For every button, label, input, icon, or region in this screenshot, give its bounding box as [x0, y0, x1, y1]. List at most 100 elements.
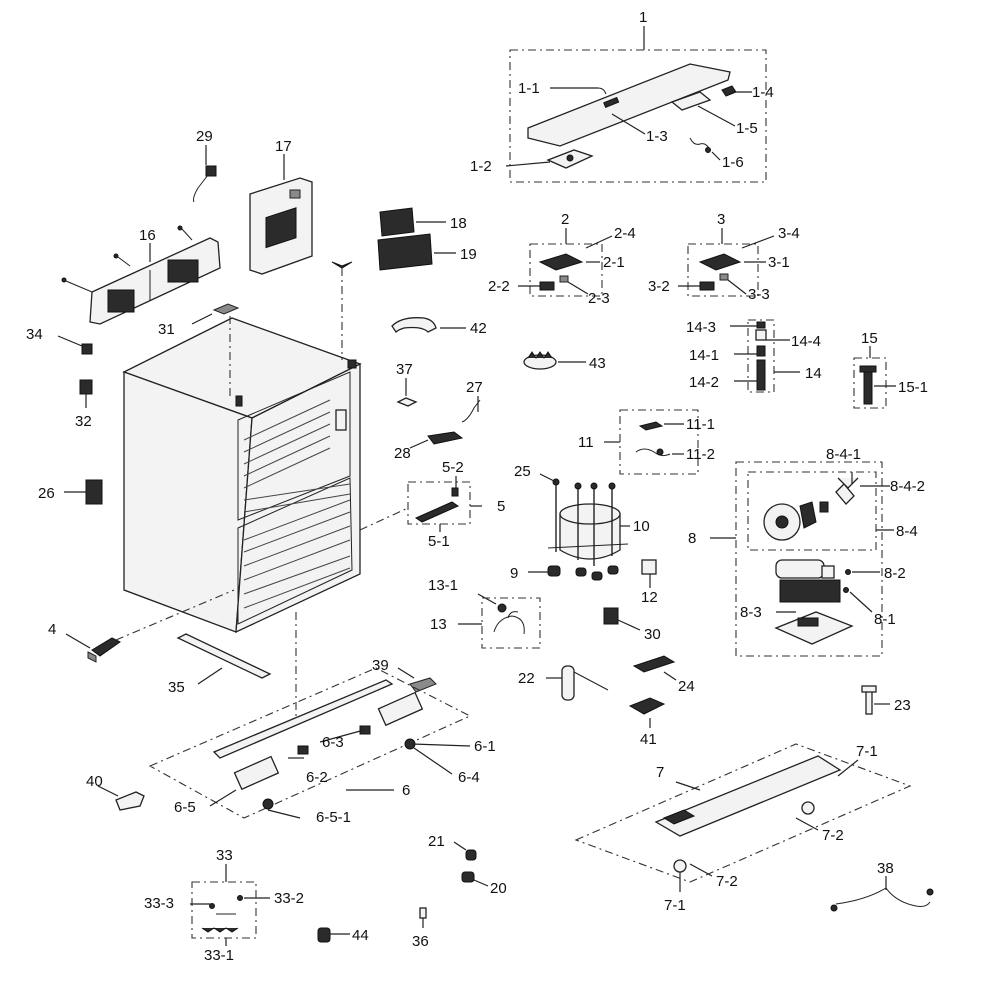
- part-40: 40: [86, 773, 145, 811]
- callout-26: 26: [38, 485, 55, 502]
- callout-8-2: 8-2: [884, 565, 906, 582]
- callout-14-2: 14-2: [689, 374, 719, 391]
- callout-12: 12: [641, 589, 658, 606]
- callout-3-1: 3-1: [768, 254, 790, 271]
- callout-14-1: 14-1: [689, 347, 719, 364]
- callout-4: 4: [48, 621, 56, 638]
- callout-24: 24: [678, 678, 695, 695]
- callout-5-1: 5-1: [428, 533, 450, 550]
- part-27: 27: [461, 379, 483, 423]
- callout-1-3: 1-3: [646, 128, 668, 145]
- part-26: 26: [38, 479, 103, 505]
- part-42-bracket: 42: [391, 317, 487, 337]
- callout-8: 8: [688, 530, 696, 547]
- callout-18: 18: [450, 215, 467, 232]
- part-29-power-cord: 29: [193, 128, 217, 203]
- callout-32: 32: [75, 413, 92, 430]
- callout-14-4: 14-4: [791, 333, 821, 350]
- part-19-board: 19: [377, 233, 477, 271]
- callout-5: 5: [497, 498, 505, 515]
- callout-8-1: 8-1: [874, 611, 896, 628]
- callout-10: 10: [633, 518, 650, 535]
- callout-34: 34: [26, 326, 43, 343]
- callout-44: 44: [352, 927, 369, 944]
- callout-31: 31: [158, 321, 175, 338]
- callout-11-1: 11-1: [686, 416, 715, 433]
- callout-1-4: 1-4: [752, 84, 774, 101]
- callout-38: 38: [877, 860, 894, 877]
- part-24: 24: [632, 655, 695, 695]
- callout-3: 3: [717, 211, 725, 228]
- callout-42: 42: [470, 320, 487, 337]
- refrigerator-cabinet: [122, 317, 362, 634]
- callout-36: 36: [412, 933, 429, 950]
- part-group-7: 7 7-1 7-2 7-2 7-1: [574, 743, 912, 914]
- part-39: 39: [372, 657, 437, 693]
- callout-6-3: 6-3: [322, 734, 344, 751]
- callout-15: 15: [861, 330, 878, 347]
- part-group-2: 2 2-1 2-2 2-3 2-4: [488, 211, 636, 307]
- part-20: 20: [461, 871, 507, 897]
- callout-37: 37: [396, 361, 413, 378]
- callout-8-4: 8-4: [896, 523, 918, 540]
- part-23: 23: [861, 685, 911, 715]
- part-group-6: 6-3 6-1 6-2 6-4 6 6-5 6-5-1: [148, 612, 496, 826]
- callout-30: 30: [644, 626, 661, 643]
- part-28: 28: [394, 431, 464, 462]
- callout-1: 1: [639, 9, 647, 26]
- callout-6-5-1: 6-5-1: [316, 809, 351, 826]
- part-22-drier: 22: [518, 665, 609, 701]
- part-group-15: 15 15-1: [853, 330, 928, 409]
- callout-40: 40: [86, 773, 103, 790]
- part-41: 41: [628, 697, 666, 748]
- callout-11-2: 11-2: [686, 446, 715, 463]
- callout-6: 6: [402, 782, 410, 799]
- callout-2-3: 2-3: [588, 290, 610, 307]
- callout-23: 23: [894, 697, 911, 714]
- part-group-5: 5-2 5 5-1: [359, 459, 505, 550]
- part-group-1: 1 1-1 1-2 1-3 1-4 1-5 1-6: [470, 9, 774, 183]
- callout-33-1: 33-1: [204, 947, 234, 964]
- callout-33-2: 33-2: [274, 890, 304, 907]
- part-group-33: 33 33-3 33-2 33-1: [144, 847, 304, 964]
- part-32: 32: [75, 379, 93, 430]
- callout-1-5: 1-5: [736, 120, 758, 137]
- part-16-back-cover: 16: [61, 225, 221, 325]
- callout-29: 29: [196, 128, 213, 145]
- callout-20: 20: [490, 880, 507, 897]
- part-35-strip: 35: [168, 633, 272, 696]
- part-group-3: 3 3-1 3-2 3-3 3-4: [648, 211, 800, 303]
- callout-13: 13: [430, 616, 447, 633]
- callout-3-2: 3-2: [648, 278, 670, 295]
- part-34: 34: [26, 326, 93, 355]
- callout-33-3: 33-3: [144, 895, 174, 912]
- part-12: 12: [641, 559, 658, 606]
- part-group-8: 8-4-1 8-4-2 8-4 8 8-2 8-3 8-1: [688, 446, 925, 657]
- callout-25: 25: [514, 463, 531, 480]
- top-cover-plate: [527, 63, 731, 147]
- callout-1-2: 1-2: [470, 158, 492, 175]
- part-group-13: 13-1 13: [428, 577, 541, 649]
- callout-8-3: 8-3: [740, 604, 762, 621]
- callout-15-1: 15-1: [898, 379, 928, 396]
- callout-43: 43: [589, 355, 606, 372]
- callout-6-1: 6-1: [474, 738, 496, 755]
- callout-2-2: 2-2: [488, 278, 510, 295]
- part-30: 30: [603, 607, 661, 643]
- callout-7-1-bottom: 7-1: [664, 897, 686, 914]
- callout-14: 14: [805, 365, 822, 382]
- callout-8-4-2: 8-4-2: [890, 478, 925, 495]
- callout-28: 28: [394, 445, 411, 462]
- part-18-board: 18: [379, 207, 467, 237]
- callout-1-6: 1-6: [722, 154, 744, 171]
- callout-5-2: 5-2: [442, 459, 464, 476]
- part-hinge-top-right: [331, 261, 353, 360]
- callout-2-4: 2-4: [614, 225, 636, 242]
- callout-17: 17: [275, 138, 292, 155]
- part-17-cover: 17: [249, 138, 313, 275]
- callout-3-4: 3-4: [778, 225, 800, 242]
- callout-19: 19: [460, 246, 477, 263]
- callout-6-4: 6-4: [458, 769, 480, 786]
- part-group-14: 14-3 14-4 14-1 14-2 14: [686, 319, 822, 393]
